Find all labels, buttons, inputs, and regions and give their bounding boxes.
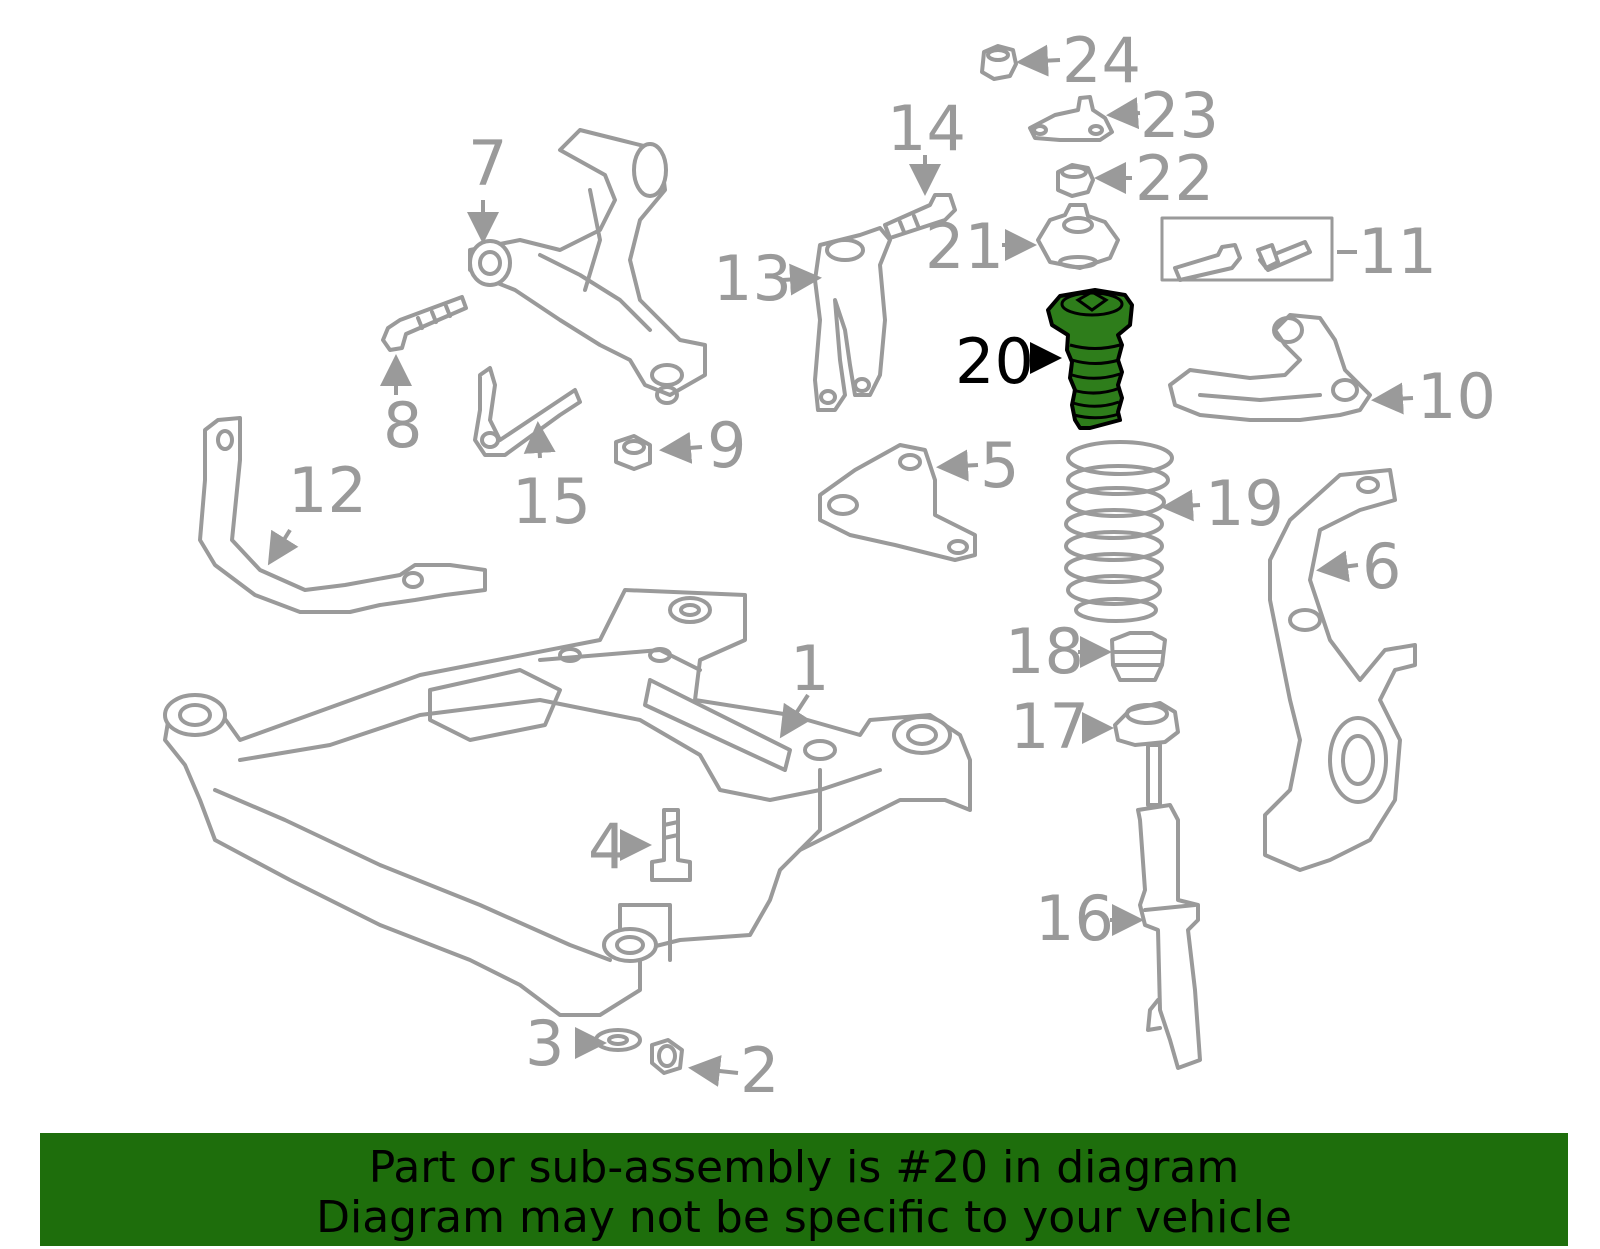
subframe-part-1 <box>163 588 972 1017</box>
bolt-part-8 <box>381 295 468 352</box>
mount-plate-part-23 <box>1028 95 1114 142</box>
callout-17: 17 <box>1010 690 1089 763</box>
callout-7: 7 <box>468 127 507 200</box>
bolts-part-11 <box>1160 216 1334 282</box>
callout-23: 23 <box>1140 79 1219 152</box>
callout-15: 15 <box>512 465 591 538</box>
callout-2: 2 <box>740 1034 779 1107</box>
callout-10: 10 <box>1417 360 1496 433</box>
banner-line-part-number: Part or sub-assembly is #20 in diagram <box>368 1142 1240 1193</box>
nut-part-9 <box>614 434 652 471</box>
stabilizer-bar-part-12 <box>198 416 487 614</box>
nut-part-24 <box>980 44 1018 81</box>
callout-20: 20 <box>955 325 1034 398</box>
link-part-15 <box>473 366 582 457</box>
callout-3: 3 <box>525 1007 564 1080</box>
bracket-part-13 <box>813 226 892 412</box>
callout-18: 18 <box>1005 615 1084 688</box>
strut-mount-part-21 <box>1036 203 1120 270</box>
nut-part-22 <box>1056 163 1095 198</box>
callout-12: 12 <box>288 454 367 527</box>
callout-4: 4 <box>588 810 627 883</box>
bolt-part-14 <box>883 193 957 240</box>
callout-16: 16 <box>1035 882 1114 955</box>
spring-seat-part-17 <box>1113 701 1180 747</box>
dust-boot-part-20 <box>1046 288 1134 430</box>
bracket-part-5 <box>818 443 977 562</box>
bolt-part-4 <box>650 808 692 882</box>
bump-stop-part-18 <box>1110 631 1167 682</box>
washer-part-3 <box>594 1028 642 1052</box>
callout-1: 1 <box>790 632 829 705</box>
nut-part-2 <box>650 1038 684 1075</box>
banner-line-disclaimer: Diagram may not be specific to your vehi… <box>316 1192 1292 1243</box>
coil-spring-part-19 <box>1064 440 1174 623</box>
upper-arm-part-10 <box>1168 313 1372 422</box>
lower-arm-part-7 <box>468 128 707 405</box>
callout-19: 19 <box>1205 467 1284 540</box>
callout-11: 11 <box>1358 215 1437 288</box>
callout-13: 13 <box>713 242 792 315</box>
leader-lines <box>267 44 1414 1087</box>
callout-21: 21 <box>925 210 1004 283</box>
callout-labels: 1 2 3 4 5 6 7 8 9 10 11 12 13 14 15 16 1… <box>288 24 1496 1107</box>
knuckle-part-6 <box>1263 468 1417 872</box>
info-banner: Part or sub-assembly is #20 in diagram D… <box>40 1133 1568 1246</box>
callout-22: 22 <box>1135 142 1214 215</box>
callout-24: 24 <box>1062 24 1141 97</box>
callout-14: 14 <box>887 92 966 165</box>
callout-5: 5 <box>980 429 1019 502</box>
callout-9: 9 <box>707 409 746 482</box>
strut-part-16 <box>1136 743 1202 1070</box>
callout-8: 8 <box>383 389 422 462</box>
callout-6: 6 <box>1362 530 1401 603</box>
